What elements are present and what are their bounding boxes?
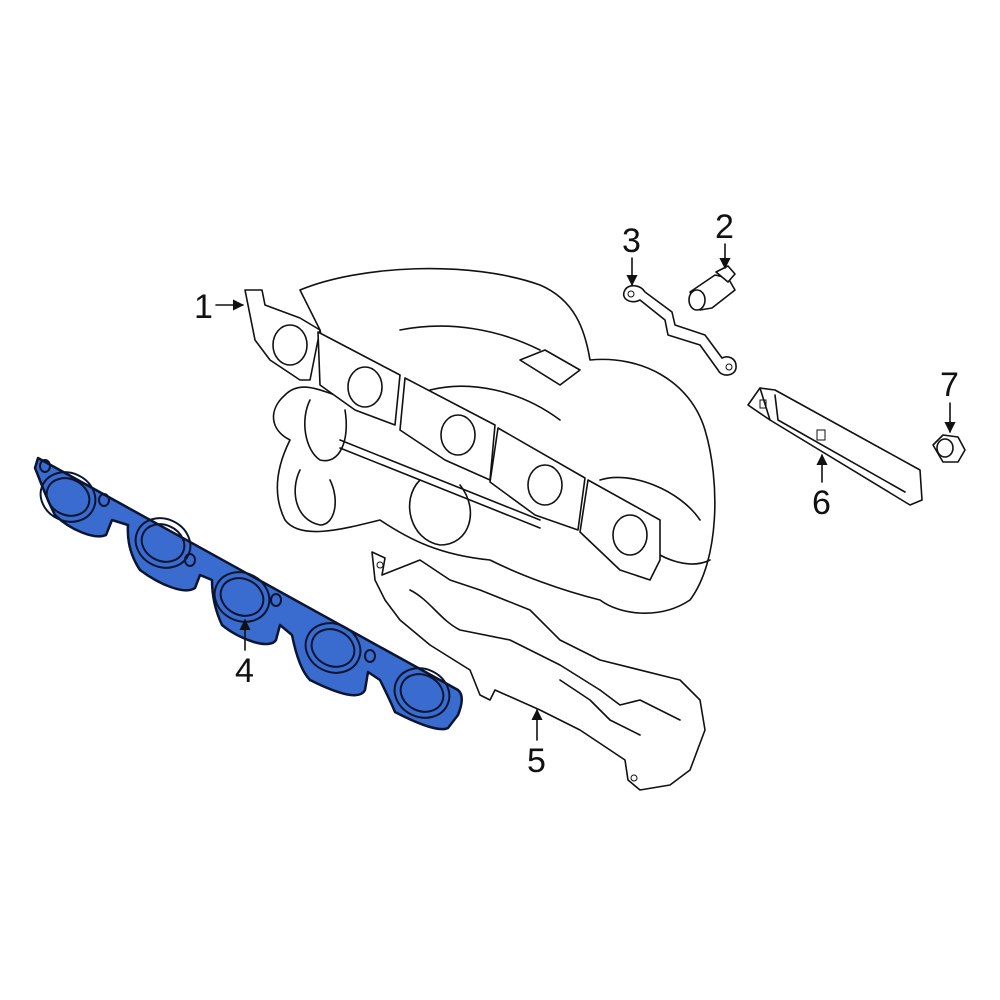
svg-text:4: 4 bbox=[235, 652, 254, 690]
callout-5: 5 bbox=[527, 708, 546, 780]
part-7-nut[interactable] bbox=[932, 434, 966, 463]
callout-1: 1 bbox=[194, 288, 245, 326]
part-4-manifold-gasket[interactable] bbox=[32, 456, 463, 731]
svg-text:1: 1 bbox=[194, 288, 213, 326]
svg-text:3: 3 bbox=[622, 222, 641, 260]
part-6-bracket[interactable] bbox=[747, 387, 923, 506]
callout-3: 3 bbox=[622, 222, 641, 287]
svg-text:7: 7 bbox=[940, 366, 959, 404]
part-2-sensor[interactable] bbox=[688, 265, 736, 311]
part-5-heat-shield[interactable] bbox=[371, 551, 706, 791]
part-1-exhaust-manifold[interactable] bbox=[244, 267, 716, 614]
part-3-gasket[interactable] bbox=[622, 284, 737, 376]
callout-2: 2 bbox=[715, 208, 734, 270]
callout-7: 7 bbox=[940, 366, 959, 434]
svg-text:5: 5 bbox=[527, 742, 546, 780]
svg-text:2: 2 bbox=[715, 208, 734, 246]
callout-6: 6 bbox=[812, 453, 831, 522]
svg-text:6: 6 bbox=[812, 484, 831, 522]
callout-4: 4 bbox=[235, 618, 254, 690]
